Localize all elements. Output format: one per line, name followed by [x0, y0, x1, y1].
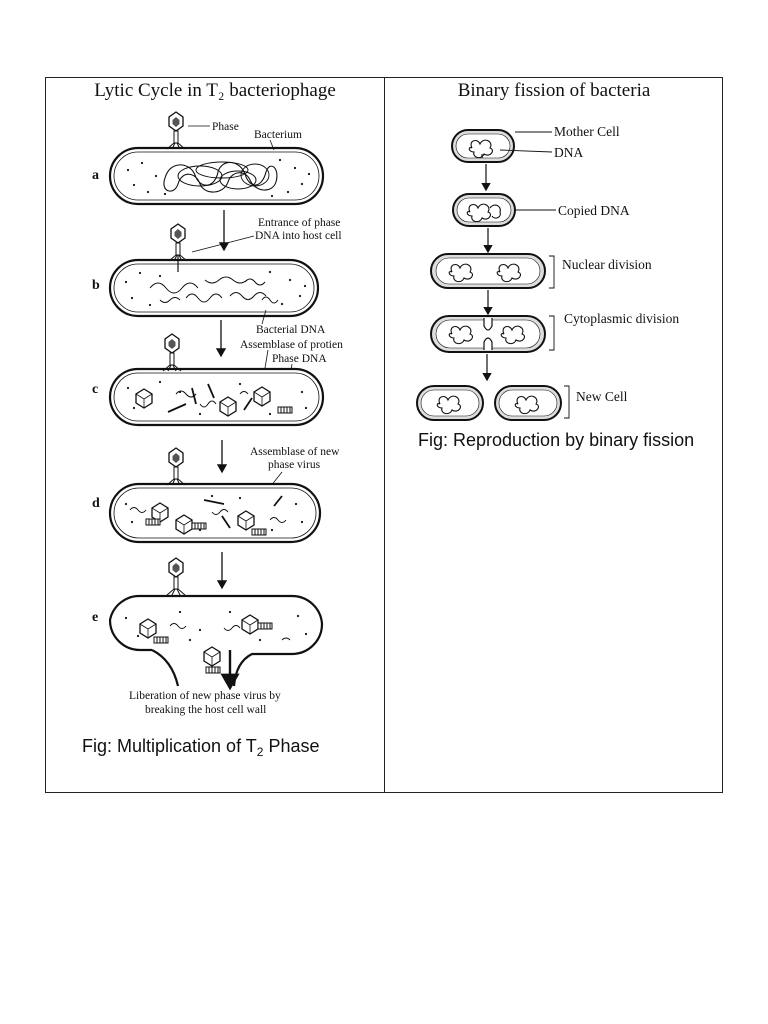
- stage-d-bacterium: [108, 447, 322, 544]
- mother-cell: [451, 129, 515, 163]
- label-copied-dna: Copied DNA: [558, 203, 630, 218]
- label-phase: Phase: [212, 121, 239, 133]
- lytic-cycle-diagram: a b c d e Phase Bacterium Entrance: [82, 111, 343, 759]
- new-cell-left: [416, 385, 484, 421]
- new-cell-right: [494, 385, 562, 421]
- cell-cytoplasmic-division: [430, 315, 546, 353]
- binary-fission-diagram: Mother Cell DNA Copied DNA Nuclear divis…: [416, 124, 694, 450]
- label-cytoplasmic-division: Cytoplasmic division: [564, 311, 679, 326]
- stage-a-bacterium: [108, 111, 325, 206]
- step-label-e: e: [92, 610, 98, 625]
- lytic-figure-caption: Fig: Multiplication of T2 Phase: [82, 736, 319, 759]
- right-column-title: Binary fission of bacteria: [457, 80, 651, 101]
- label-entrance-2: DNA into host cell: [255, 230, 342, 242]
- fission-figure-caption: Fig: Reproduction by binary fission: [418, 430, 694, 450]
- label-mother-cell: Mother Cell: [554, 124, 620, 139]
- cell-nuclear-division: [430, 253, 546, 289]
- step-label-b: b: [92, 278, 100, 293]
- table-divider: [384, 77, 385, 793]
- label-liberation-2: breaking the host cell wall: [145, 704, 266, 716]
- label-new-cell: New Cell: [576, 389, 628, 404]
- stage-b-bacterium: [108, 223, 320, 318]
- label-liberation-1: Liberation of new phase virus by: [129, 690, 281, 702]
- label-bacterial-dna: Bacterial DNA: [256, 324, 326, 336]
- left-column-title: Lytic Cycle in T₂ bacteriophage: [94, 80, 336, 101]
- step-label-c: c: [92, 382, 98, 397]
- label-bacterium: Bacterium: [254, 129, 302, 141]
- label-entrance-1: Entrance of phase: [258, 217, 340, 229]
- label-dna: DNA: [554, 145, 583, 160]
- step-label-a: a: [92, 168, 99, 183]
- label-phase-dna: Phase DNA: [272, 353, 327, 365]
- stage-e-bacterium-burst: [108, 557, 324, 687]
- label-assemblase-protein: Assemblase of protien: [240, 339, 343, 351]
- cell-copied-dna: [452, 193, 516, 227]
- label-nuclear-division: Nuclear division: [562, 257, 652, 272]
- label-assemblase-virus-1: Assemblase of new: [250, 446, 340, 458]
- label-assemblase-virus-2: phase virus: [268, 459, 321, 471]
- stage-c-bacterium: [108, 333, 325, 427]
- step-label-d: d: [92, 496, 100, 511]
